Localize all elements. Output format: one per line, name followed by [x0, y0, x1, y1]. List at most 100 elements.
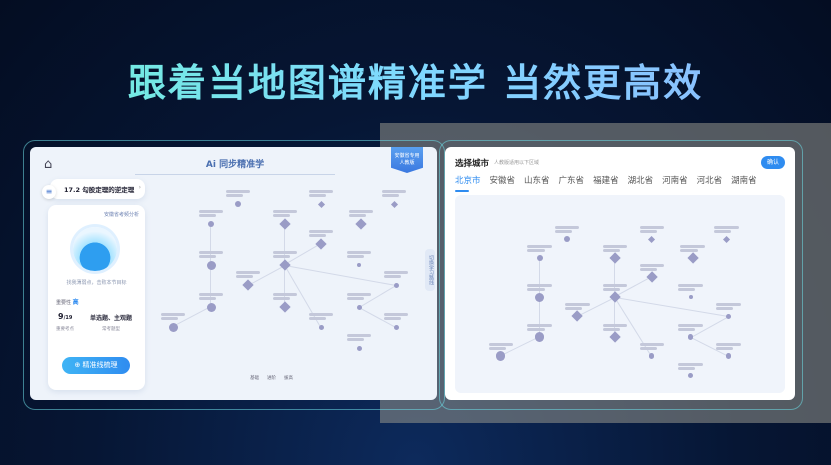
tab-5[interactable]: 湖北省: [627, 176, 654, 186]
graph-node[interactable]: [536, 255, 543, 262]
graph-area: [455, 195, 785, 393]
title-divider: [135, 159, 335, 175]
graph-node[interactable]: [318, 324, 324, 330]
node-label: [527, 323, 552, 327]
graph-edge: [284, 243, 321, 265]
graph-node[interactable]: [317, 200, 325, 208]
home-icon[interactable]: ⌂: [44, 157, 53, 172]
hint-text: 找我薄弱点，击败本节目标: [66, 280, 127, 286]
node-label: [602, 283, 628, 287]
node-label: [273, 214, 290, 217]
graph-node[interactable]: [390, 200, 398, 208]
graph-node[interactable]: [688, 334, 694, 340]
node-label: [714, 229, 732, 233]
graph-node[interactable]: [609, 331, 621, 343]
types-value: 单选题、主观题: [90, 315, 133, 322]
graph-node[interactable]: [722, 235, 730, 243]
graph-edge: [690, 316, 729, 338]
tab-0[interactable]: 北京市: [455, 176, 481, 186]
node-label: [527, 248, 545, 252]
node-label: [199, 255, 216, 258]
node-label: [714, 225, 739, 229]
types-label: 常考题型: [102, 327, 120, 332]
switch-route-tab[interactable]: 切换学习路线: [425, 249, 435, 291]
graph-node[interactable]: [535, 332, 545, 342]
graph-edge: [284, 265, 396, 286]
node-label: [309, 317, 326, 320]
graph-node[interactable]: [564, 236, 571, 243]
node-label: [347, 334, 371, 337]
globe-illustration: [73, 227, 117, 271]
tab-3[interactable]: 广东省: [558, 176, 585, 186]
node-label: [602, 327, 620, 331]
points-total: /19: [63, 315, 73, 321]
left-frame: [23, 140, 445, 410]
node-label: [602, 248, 620, 252]
headline: 跟着当地图谱精准学 当然更高效: [0, 52, 831, 107]
graph-node[interactable]: [168, 322, 178, 332]
graph-node[interactable]: [355, 218, 367, 230]
points-value: 9: [58, 312, 64, 321]
tab-1[interactable]: 安徽省: [489, 176, 516, 186]
graph-node[interactable]: [356, 345, 362, 351]
points-row: 9/19: [58, 312, 72, 321]
app-title: Ai 同步精准学: [205, 160, 265, 170]
importance-row: 重要性 高: [56, 297, 79, 306]
node-label: [226, 190, 250, 193]
graph-node[interactable]: [649, 353, 655, 359]
graph-node[interactable]: [393, 282, 399, 288]
tab-7[interactable]: 河北省: [696, 176, 723, 186]
graph-node[interactable]: [357, 263, 361, 267]
knowledge-graph-preview: [455, 195, 785, 393]
graph-node[interactable]: [725, 313, 731, 319]
node-label: [680, 244, 705, 248]
node-label: [716, 342, 741, 346]
graph-node[interactable]: [725, 353, 731, 359]
node-label: [602, 244, 628, 248]
graph-node[interactable]: [646, 271, 658, 283]
node-label: [716, 302, 741, 306]
graph-node[interactable]: [279, 301, 291, 313]
node-label: [273, 293, 297, 296]
tab-4[interactable]: 福建省: [593, 176, 619, 186]
graph-node[interactable]: [235, 201, 241, 207]
graph-node[interactable]: [571, 310, 584, 322]
node-label: [384, 275, 401, 278]
node-label: [199, 293, 223, 296]
graph-node[interactable]: [688, 295, 693, 300]
graph-node[interactable]: [208, 221, 214, 227]
graph-node[interactable]: [242, 279, 254, 291]
legend-advanced: 进阶: [267, 376, 276, 381]
graph-node[interactable]: [496, 351, 506, 361]
node-label: [273, 210, 297, 213]
tab-6[interactable]: 河南省: [662, 176, 688, 186]
precise-sort-button[interactable]: ⊕ 精准线梳理: [62, 357, 130, 374]
graph-node[interactable]: [535, 292, 545, 302]
tab-2[interactable]: 山东省: [524, 176, 550, 186]
chapter-selector[interactable]: 17.2 勾股定理的逆定理 ›: [50, 179, 145, 199]
graph-node[interactable]: [356, 304, 362, 310]
node-label: [384, 317, 401, 320]
panel-subtitle: 人教版适用以下区域: [494, 160, 540, 166]
graph-node[interactable]: [206, 302, 216, 312]
tab-8[interactable]: 湖南省: [731, 176, 757, 186]
node-label: [349, 214, 366, 217]
graph-node[interactable]: [206, 260, 216, 270]
analysis-label: 安徽省考频分析: [103, 212, 139, 218]
node-label: [382, 190, 406, 193]
node-label: [347, 297, 364, 300]
cta-label: 精准线梳理: [82, 361, 118, 369]
confirm-button[interactable]: 确认: [761, 156, 785, 169]
node-label: [488, 342, 514, 346]
graph-node[interactable]: [688, 373, 694, 379]
graph-node[interactable]: [686, 252, 699, 264]
menu-icon[interactable]: ≡: [42, 185, 56, 199]
node-label: [565, 306, 583, 310]
chevron-down-icon: ›: [138, 184, 141, 191]
graph-node[interactable]: [315, 238, 327, 250]
graph-node[interactable]: [648, 235, 656, 243]
graph-node[interactable]: [279, 218, 291, 230]
node-label: [273, 255, 290, 258]
graph-node[interactable]: [393, 324, 399, 330]
graph-node[interactable]: [609, 252, 621, 264]
